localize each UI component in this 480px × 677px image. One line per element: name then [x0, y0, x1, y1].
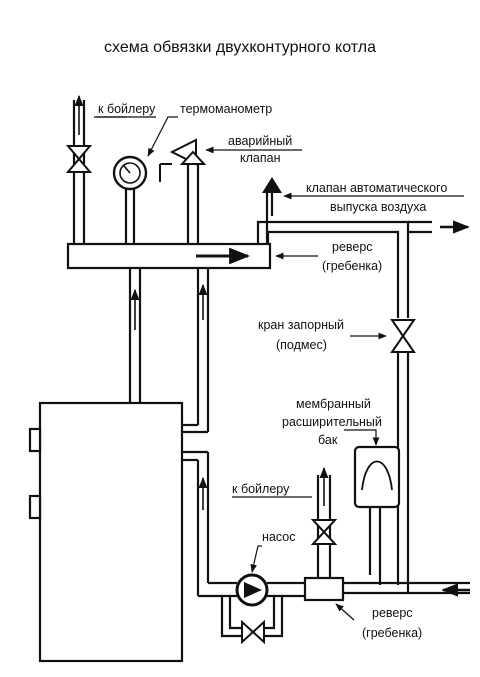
label-manifold-bottom-2: (гребенка): [362, 626, 422, 640]
expansion-tank-icon: [353, 445, 401, 585]
label-to-boiler-bottom: к бойлеру: [232, 482, 290, 496]
top-manifold: [66, 242, 272, 270]
label-shutoff-valve-1: кран запорный: [258, 318, 344, 332]
label-membrane-tank-1: мембранный: [296, 397, 371, 411]
label-manifold-bottom-1: реверс: [372, 606, 413, 620]
air-vent-icon: [262, 177, 282, 244]
valve-icon: [241, 619, 265, 645]
pressure-gauge-icon: [112, 155, 148, 244]
label-pump: насос: [262, 530, 295, 544]
bottom-manifold: [303, 576, 470, 602]
label-membrane-tank-2: расширительный: [282, 415, 382, 429]
label-membrane-tank-3: бак: [318, 433, 338, 447]
valve-icon: [390, 319, 416, 353]
bottom-return-line: [198, 581, 305, 645]
valve-icon: [310, 519, 338, 545]
valve-icon: [65, 145, 93, 173]
pump-icon: [235, 573, 269, 607]
label-manifold-top-2: (гребенка): [322, 259, 382, 273]
boiler-riser-pipes: [128, 268, 210, 596]
safety-valve-icon: [159, 138, 207, 244]
bottom-boiler-outlet: [310, 466, 338, 579]
label-air-valve-1: клапан автоматического: [306, 181, 447, 195]
label-manifold-top-1: реверс: [332, 240, 373, 254]
boiler-body: [28, 401, 184, 663]
label-shutoff-valve-2: (подмес): [276, 338, 327, 352]
label-to-boiler-top: к бойлеру: [98, 102, 156, 116]
top-boiler-outlet: [65, 94, 93, 244]
label-air-valve-2: выпуска воздуха: [330, 200, 426, 214]
diagram-title: схема обвязки двухконтурного котла: [104, 39, 376, 56]
label-emergency-valve-1: аварийный: [228, 134, 292, 148]
label-emergency-valve-2: клапан: [240, 151, 281, 165]
supply-line-right: [256, 220, 470, 318]
label-thermomanometer: термоманометр: [180, 102, 272, 116]
